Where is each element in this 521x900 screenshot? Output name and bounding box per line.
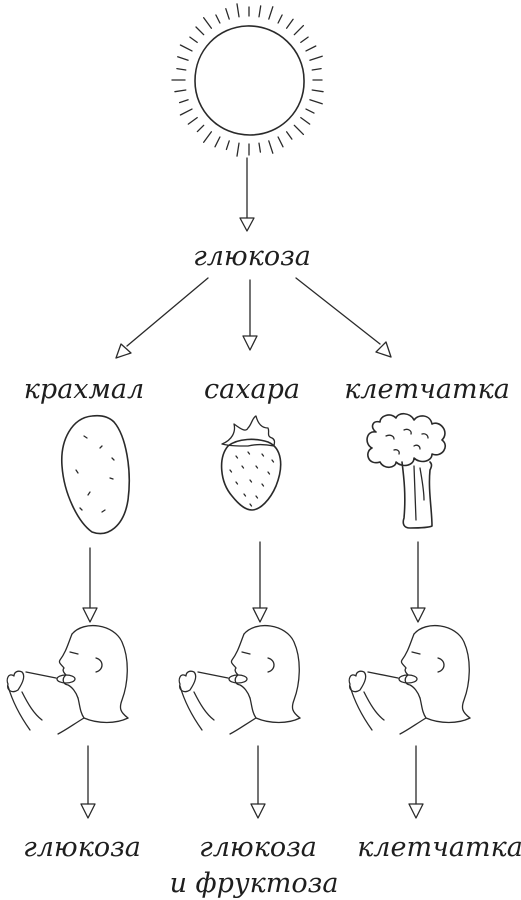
arrow-sun-to-glucose	[239, 157, 255, 232]
sun-ray	[195, 26, 205, 36]
arrow-eater-to-result-fiber	[408, 745, 424, 819]
strawberry-seed	[267, 471, 271, 475]
strawberry-seed	[249, 503, 253, 507]
sun-ray	[177, 56, 189, 61]
sun-ray	[196, 124, 205, 133]
sun-ray	[305, 108, 315, 114]
sun-ray	[258, 142, 262, 153]
arrow-starch-to-eater	[82, 547, 98, 623]
person-eating-icon-starch	[6, 624, 129, 735]
sun-ray	[176, 67, 187, 71]
arrow-to-starch	[115, 277, 209, 359]
strawberry-seed	[235, 455, 239, 459]
sun-ray	[174, 89, 187, 93]
result-label-starch: глюкоза	[23, 832, 141, 863]
sun-ray	[225, 8, 230, 20]
arrow-fiber-to-eater	[410, 541, 426, 623]
category-label-sugars: сахара	[204, 374, 300, 405]
arrow-eater-to-result-sugars	[250, 745, 266, 819]
sun-ray	[203, 131, 213, 143]
strawberry-icon	[220, 415, 282, 511]
sun-ray	[311, 89, 324, 93]
category-label-fiber: клетчатка	[344, 374, 510, 405]
sun-ray	[277, 136, 284, 148]
sun-ray	[225, 140, 230, 151]
sun-ray	[285, 131, 293, 140]
strawberry-seed	[271, 459, 275, 463]
strawberry-seed	[261, 483, 265, 487]
strawberry-seed	[261, 453, 265, 457]
arrow-to-sugars	[242, 279, 258, 351]
potato-icon	[61, 414, 131, 535]
sun-ray	[293, 124, 305, 136]
sun-ray	[300, 36, 309, 44]
sun-ray	[203, 17, 213, 29]
sun-ray	[236, 3, 240, 18]
sun-ray	[179, 44, 193, 52]
result-label-sugars: глюкоза	[199, 832, 317, 863]
sun-ray	[305, 45, 317, 52]
sun-ray	[268, 6, 274, 20]
strawberry-seed	[247, 451, 251, 455]
person-eating-icon-sugars	[178, 624, 301, 735]
sun-ray	[300, 116, 311, 125]
arrow-eater-to-result-starch	[80, 745, 96, 819]
person-eating-icon-fiber	[348, 624, 471, 735]
sun-ray	[178, 99, 189, 104]
result-label-sugars-line2: и фруктоза	[170, 868, 339, 899]
sun-ray	[293, 24, 305, 36]
sun-icon	[171, 3, 324, 157]
strawberry-seed	[243, 493, 247, 497]
strawberry-seed	[249, 479, 253, 483]
arrow-sugars-to-eater	[252, 541, 268, 623]
sun-ray	[311, 67, 322, 71]
sun-ray	[309, 55, 323, 61]
top-glucose-label: глюкоза	[193, 241, 311, 272]
strawberry-seed	[229, 469, 233, 473]
sun-ray	[214, 136, 221, 148]
result-label-fiber: клетчатка	[357, 832, 521, 863]
strawberry-seed	[255, 495, 259, 499]
sun-ray	[268, 140, 274, 154]
sun-ray	[187, 116, 198, 125]
sun-ray	[215, 14, 221, 24]
sun-ray	[189, 36, 198, 44]
sun-ray	[258, 5, 262, 18]
sun-ray	[277, 14, 283, 24]
broccoli-icon	[366, 412, 447, 529]
category-label-starch: крахмал	[24, 374, 144, 405]
arrow-to-fiber	[295, 277, 392, 358]
sun-ray	[285, 18, 294, 29]
sun-ray	[309, 99, 323, 105]
strawberry-seed	[235, 481, 239, 485]
strawberry-seed	[255, 465, 259, 469]
sun-ray	[236, 142, 240, 157]
strawberry-seed	[241, 465, 245, 469]
sun-ray	[179, 108, 193, 116]
